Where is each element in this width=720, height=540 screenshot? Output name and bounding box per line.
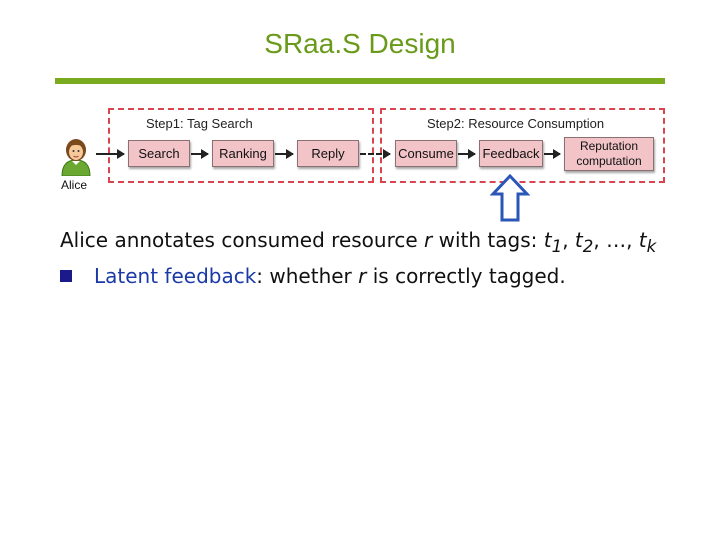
arrow-search-ranking	[191, 149, 209, 159]
arrow-alice-search	[96, 149, 125, 159]
with-tags: with tags:	[432, 228, 544, 252]
tag-t2-sub: 2	[582, 237, 594, 256]
bullet-item: Latent feedback: whether r is correctly …	[60, 264, 566, 288]
arrow-ranking-reply	[275, 149, 294, 159]
sep-2: ,	[593, 228, 607, 252]
node-feedback: Feedback	[479, 140, 543, 167]
alice-label: Alice	[61, 178, 88, 192]
bullet-text-b: is correctly tagged.	[366, 264, 566, 288]
node-reputation-computation: Reputation computation	[564, 137, 654, 171]
node-ranking: Ranking	[212, 140, 274, 167]
step2-panel	[380, 108, 665, 183]
arrow-feedback-reputation	[544, 149, 561, 159]
ellipsis: …	[606, 228, 627, 252]
step1-panel	[108, 108, 374, 183]
tag-t1-sub: 1	[551, 237, 563, 256]
bullet-text-a: : whether	[256, 264, 359, 288]
bullet-square-icon	[60, 270, 72, 282]
node-consume: Consume	[395, 140, 457, 167]
node-reply: Reply	[297, 140, 359, 167]
tag-tk-sub: k	[646, 237, 657, 256]
latent-feedback-term: Latent feedback	[94, 264, 257, 288]
alice-avatar-icon	[61, 139, 91, 176]
tag-tk: t	[638, 228, 647, 252]
bullet-r: r	[358, 264, 367, 288]
tag-t1: t	[543, 228, 552, 252]
step2-label: Step2: Resource Consumption	[427, 116, 605, 131]
resource-r: r	[424, 228, 433, 252]
arrow-reply-consume	[360, 149, 391, 159]
tag-t2: t	[574, 228, 583, 252]
sep-3: ,	[626, 228, 639, 252]
node-search: Search	[128, 140, 190, 167]
arrow-consume-feedback	[458, 149, 476, 159]
slide-title: SRaa.S Design	[264, 28, 456, 59]
up-arrow-icon	[490, 173, 530, 222]
sep-1: ,	[562, 228, 575, 252]
step1-label: Step1: Tag Search	[146, 116, 253, 131]
annotation-sentence: Alice annotates consumed resource r with…	[60, 228, 656, 256]
title-rule	[55, 78, 665, 84]
sentence-prefix: Alice annotates consumed resource	[60, 228, 425, 252]
